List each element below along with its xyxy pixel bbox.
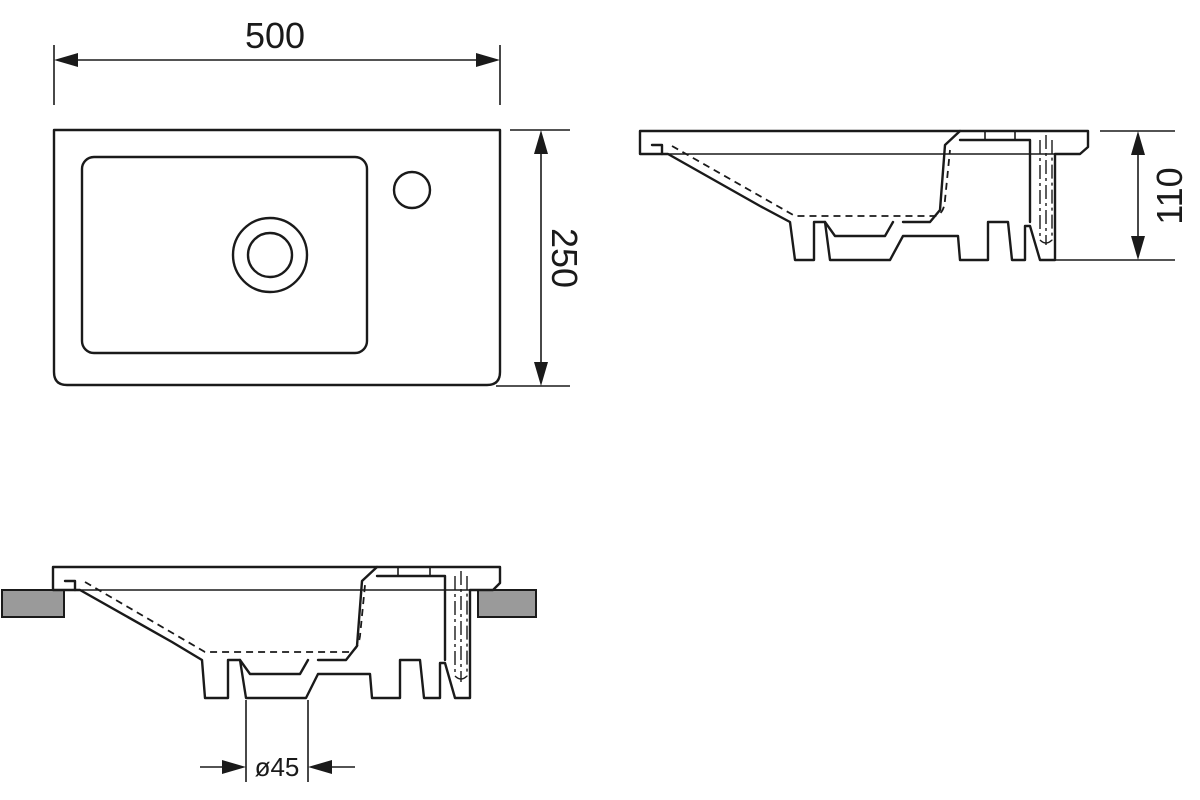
installed-section — [1, 565, 537, 700]
countertop-right — [477, 589, 537, 618]
section-outline — [638, 129, 1090, 262]
height-dimension: 110 — [1055, 130, 1190, 261]
installed-outline — [51, 565, 502, 700]
tap-hole — [392, 170, 432, 210]
depth-dimension: 250 — [496, 129, 585, 387]
drain-inner — [246, 231, 294, 279]
side-section — [638, 129, 1090, 262]
drain-outer — [231, 216, 309, 294]
drain-dimension: ø45 — [200, 700, 355, 782]
bowl-outline — [80, 155, 369, 355]
drain-diameter-label: ø45 — [255, 752, 300, 782]
width-dimension: 500 — [53, 15, 501, 105]
basin-outline — [52, 128, 502, 387]
width-label: 500 — [245, 15, 305, 56]
height-label: 110 — [1149, 167, 1190, 224]
top-view — [52, 128, 502, 387]
countertop-left — [1, 589, 65, 618]
depth-label: 250 — [544, 228, 585, 288]
